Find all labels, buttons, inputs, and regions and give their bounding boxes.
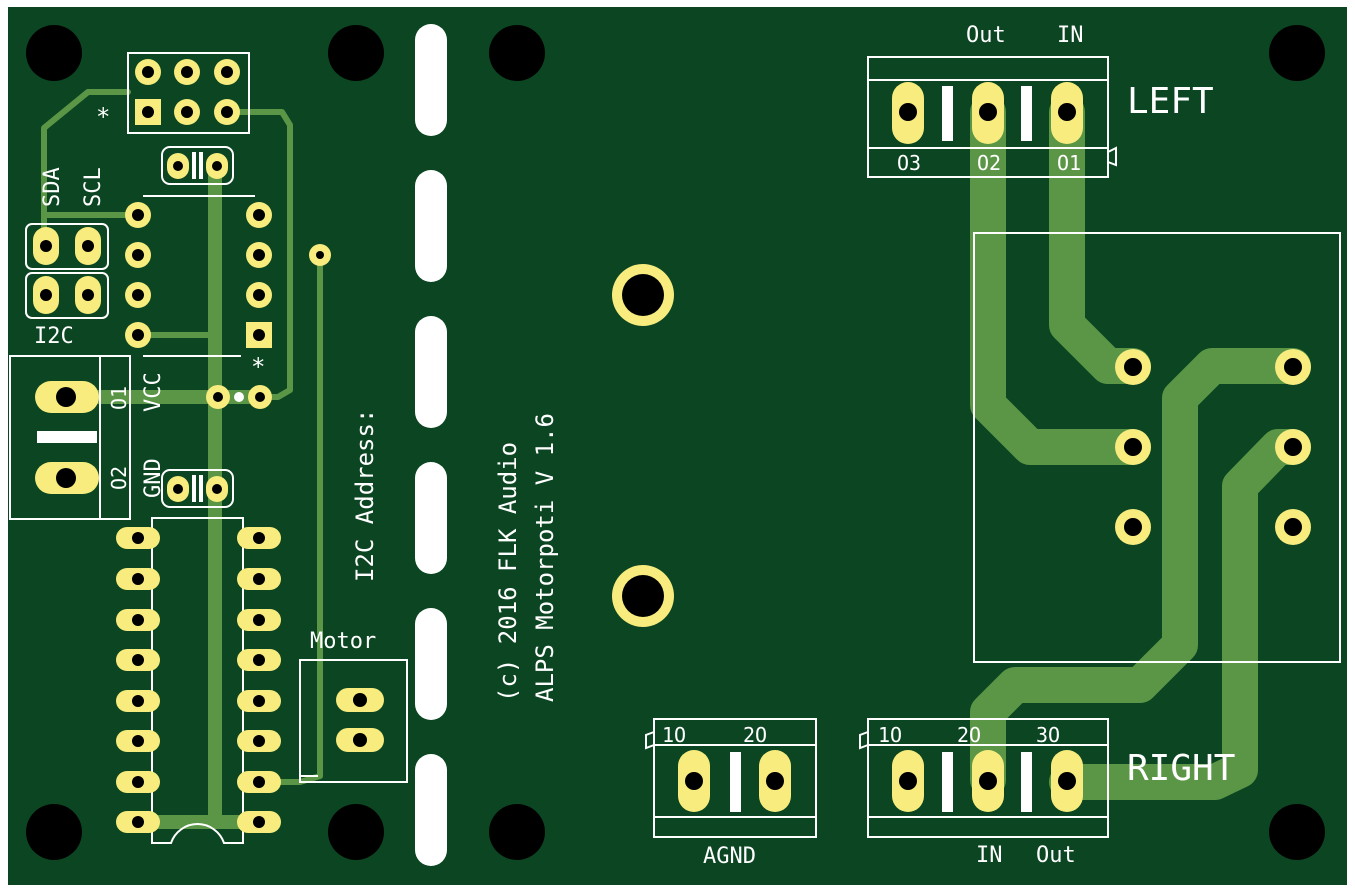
breakaway-slot bbox=[415, 170, 447, 282]
mounting-hole bbox=[328, 25, 384, 81]
label-product: ALPS Motorpoti V 1.6 bbox=[531, 413, 559, 702]
jumper-bar bbox=[199, 475, 203, 502]
label-i2c: I2C bbox=[34, 324, 74, 349]
trace-sda bbox=[41, 89, 131, 248]
mounting-hole bbox=[328, 804, 384, 860]
label-right-pin1: 1O bbox=[878, 723, 902, 747]
breakaway-slot bbox=[415, 754, 447, 866]
label-right-pin3: 3O bbox=[1036, 723, 1060, 747]
mounting-hole bbox=[26, 25, 82, 81]
header-outline bbox=[127, 52, 250, 134]
trace-left-out bbox=[970, 94, 1151, 465]
label-o2-power: O2 bbox=[107, 466, 131, 490]
right-terminal-outline bbox=[867, 718, 1109, 838]
label-left: LEFT bbox=[1127, 81, 1214, 122]
mounting-hole bbox=[489, 25, 545, 81]
jumper-bar bbox=[199, 152, 203, 179]
separator-bar bbox=[730, 752, 741, 812]
label-star-ic: * bbox=[251, 353, 265, 381]
pot-footprint-outline bbox=[973, 232, 1341, 663]
breakaway-slot bbox=[415, 316, 447, 428]
i2c-jumper-outline bbox=[25, 223, 109, 270]
jumper-bar bbox=[192, 152, 196, 179]
separator-bar bbox=[1021, 752, 1032, 812]
mounting-hole bbox=[26, 804, 82, 860]
silkscreen-text: * SDA SCL I2C * O1 O2 VCC GND Motor I2C … bbox=[34, 23, 1235, 869]
label-pin-o2: O2 bbox=[977, 151, 1001, 175]
label-in-top: IN bbox=[1057, 23, 1084, 48]
label-agnd: AGND bbox=[703, 844, 756, 869]
label-o1-power: O1 bbox=[107, 386, 131, 410]
mounting-holes bbox=[26, 25, 1325, 860]
label-copyright: (c) 2016 FLK Audio bbox=[494, 442, 522, 702]
right-terminal-tab bbox=[859, 731, 869, 750]
mounting-hole bbox=[1269, 25, 1325, 81]
label-gnd: GND bbox=[141, 458, 166, 498]
power-terminal-outline bbox=[9, 355, 131, 520]
label-motor: Motor bbox=[310, 629, 376, 654]
label-pin-o1: O1 bbox=[1057, 151, 1081, 175]
label-right-pin2: 2O bbox=[957, 723, 981, 747]
motor-connector-notch bbox=[299, 660, 318, 777]
label-right: RIGHT bbox=[1127, 748, 1235, 789]
mounting-hole bbox=[489, 804, 545, 860]
label-sda: SDA bbox=[40, 167, 65, 207]
separator-bar bbox=[1021, 86, 1032, 141]
left-terminal-outline bbox=[867, 56, 1109, 178]
label-agnd-pin2: 2O bbox=[743, 723, 767, 747]
mounting-hole bbox=[1269, 804, 1325, 860]
label-star-header: * bbox=[96, 103, 110, 131]
breakaway-slot bbox=[415, 608, 447, 720]
label-in-bottom: IN bbox=[976, 843, 1003, 868]
breakaway-slots bbox=[415, 24, 447, 866]
i2c-jumper-outline bbox=[25, 272, 109, 319]
label-i2c-address: I2C Address: bbox=[351, 409, 379, 582]
jumper-mid-outline bbox=[161, 469, 234, 508]
label-out-top: Out bbox=[966, 23, 1006, 48]
label-agnd-pin1: 1O bbox=[662, 723, 686, 747]
separator-bar bbox=[942, 86, 953, 141]
trace-right-in bbox=[970, 348, 1311, 798]
breakaway-slot bbox=[415, 462, 447, 574]
ic-large-outline bbox=[151, 517, 244, 844]
trace-header-right bbox=[229, 109, 293, 400]
terminal-separators bbox=[37, 86, 1032, 812]
left-terminal-tab bbox=[1107, 146, 1117, 167]
jumper-bar bbox=[192, 475, 196, 502]
label-pin-o3: O3 bbox=[897, 151, 921, 175]
separator-bar bbox=[942, 752, 953, 812]
vcc-marker-dot bbox=[234, 392, 244, 402]
silkscreen-outlines bbox=[9, 52, 1341, 844]
agnd-terminal-outline bbox=[653, 718, 817, 838]
jumper-top-outline bbox=[161, 146, 234, 185]
drill-holes bbox=[40, 66, 1302, 828]
agnd-terminal-tab bbox=[645, 731, 655, 750]
breakaway-slot bbox=[415, 24, 447, 136]
label-scl: SCL bbox=[81, 167, 106, 207]
label-vcc: VCC bbox=[141, 372, 166, 412]
label-out-bottom: Out bbox=[1036, 843, 1076, 868]
separator-bar bbox=[37, 431, 97, 443]
